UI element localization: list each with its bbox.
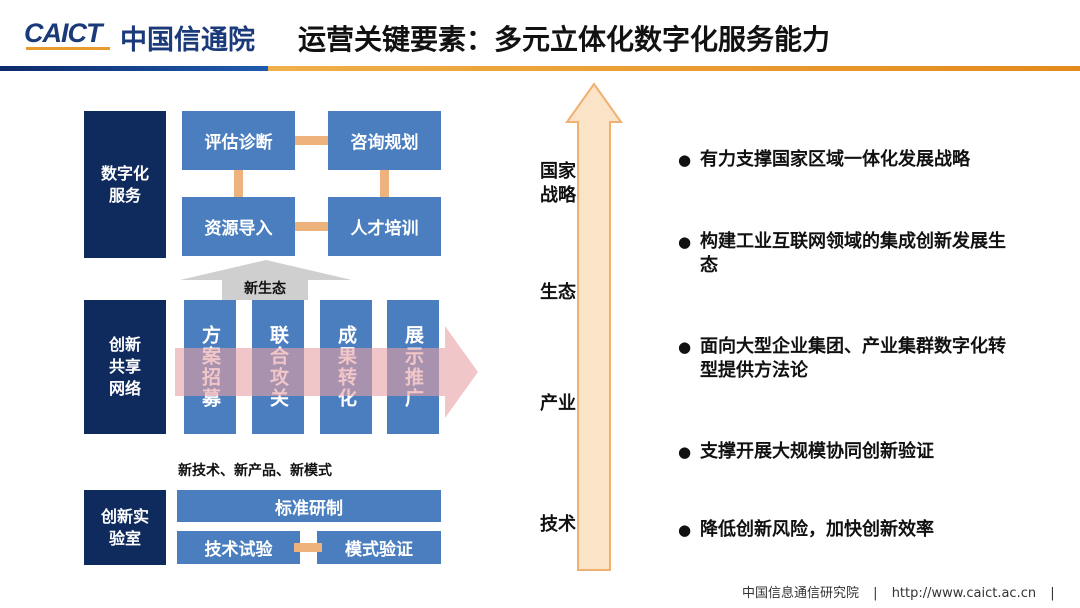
- up-arrow-gray: [180, 260, 352, 300]
- digital-service-label: 数字化 服务: [84, 111, 166, 258]
- box-resources: 资源导入: [182, 197, 295, 256]
- box-model-verify: 模式验证: [317, 531, 441, 564]
- logo-underline: [26, 47, 110, 50]
- bullet-item: 降低创新风险，加快创新效率: [678, 518, 1018, 542]
- box-assessment: 评估诊断: [182, 111, 295, 170]
- arrow-connector: [234, 166, 243, 201]
- bullet-item: 构建工业互联网领域的集成创新发展生态: [678, 230, 1018, 278]
- bullet-item: 支撑开展大规模协同创新验证: [678, 440, 1018, 464]
- box-tech-test: 技术试验: [177, 531, 300, 564]
- network-label: 创新 共享 网络: [84, 300, 166, 434]
- box-talent: 人才培训: [328, 197, 441, 256]
- bullet-item: 面向大型企业集团、产业集群数字化转型提供方法论: [678, 335, 1018, 383]
- box-consulting: 咨询规划: [328, 111, 441, 170]
- caict-logo: CAICT: [24, 18, 102, 48]
- footer: 中国信息通信研究院 | http://www.caict.ac.cn |: [742, 582, 1055, 601]
- page-title: 运营关键要素：多元立体化数字化服务能力: [298, 23, 831, 56]
- new-ecology-label: 新生态: [244, 281, 286, 297]
- logo-cn: 中国信通院: [120, 25, 255, 56]
- footer-sep: |: [1050, 586, 1055, 601]
- lab-label: 创新实 验室: [84, 490, 166, 565]
- footer-sep: |: [873, 586, 878, 601]
- arrow-connector: [294, 543, 322, 552]
- arrow-connector: [290, 222, 332, 231]
- footer-url[interactable]: http://www.caict.ac.cn: [891, 586, 1037, 601]
- header-divider-blue: [0, 66, 268, 71]
- arrow-connector: [380, 166, 389, 201]
- level-industry: 产业: [540, 393, 576, 414]
- bullet-item: 有力支撑国家区域一体化发展战略: [678, 148, 1018, 172]
- header-divider-orange: [268, 66, 1080, 71]
- arrow-connector: [290, 136, 332, 145]
- big-up-arrow: [565, 82, 623, 571]
- level-national-strategy: 国家 战略: [540, 161, 576, 206]
- new-things-label: 新技术、新产品、新模式: [178, 463, 332, 479]
- footer-org: 中国信息通信研究院: [742, 586, 860, 601]
- right-arrow-pink: [175, 326, 478, 418]
- level-ecology: 生态: [540, 282, 576, 303]
- level-technology: 技术: [540, 514, 576, 535]
- box-standard: 标准研制: [177, 490, 441, 522]
